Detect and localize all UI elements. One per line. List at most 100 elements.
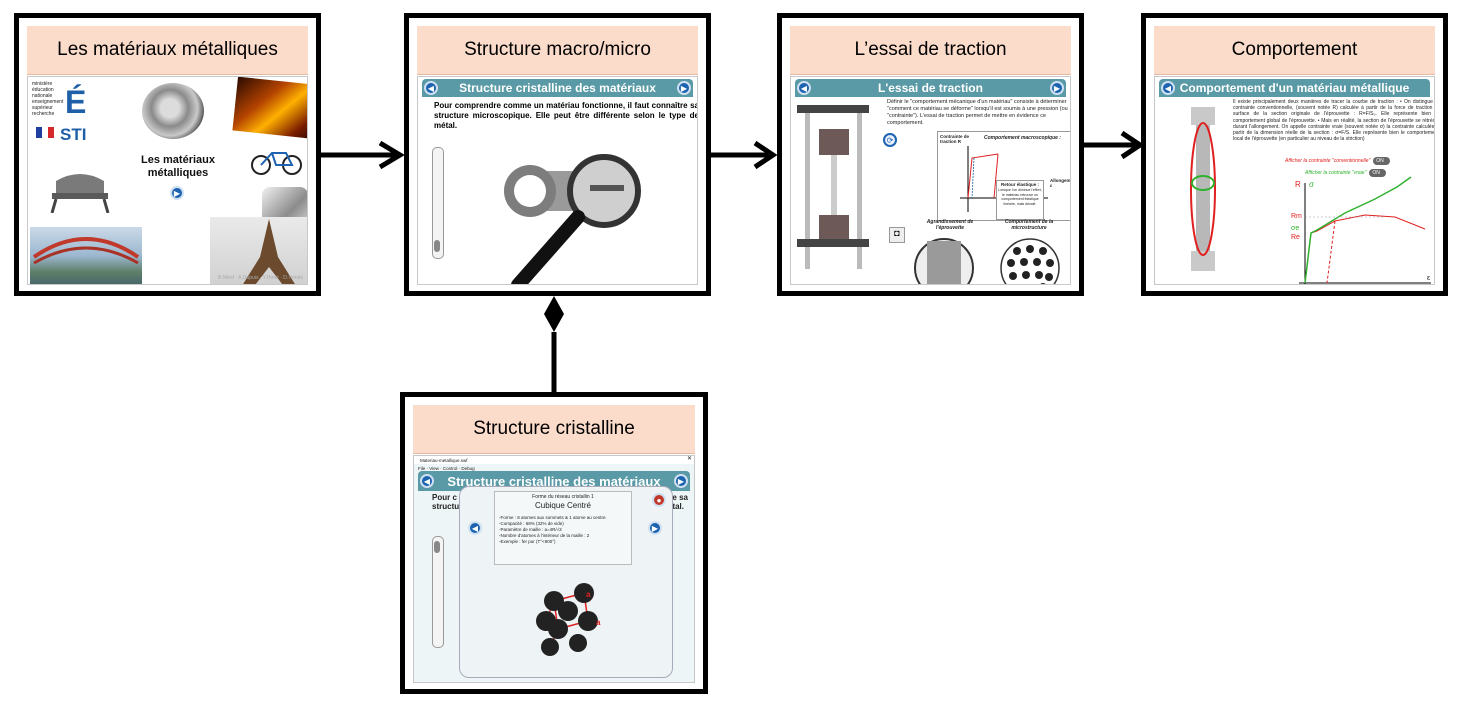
label-agrandissement: Agrandissement de l'éprouvette [926, 219, 974, 231]
edge-label-a: a [586, 590, 591, 599]
previous-icon[interactable]: ◀ [424, 81, 438, 95]
popup-line: -Paramètre de maille : a=4R/√3 [499, 527, 562, 532]
card-title: Structure cristalline [413, 405, 695, 454]
body-fragment-right2: tal. [672, 502, 684, 511]
composition-connector [544, 296, 564, 392]
screenshot-comportement: Comportement d'un matériau métallique ◀ … [1154, 76, 1435, 285]
toggle-conventionnelle-label: Afficher la contrainte "conventionnelle" [1285, 157, 1371, 164]
popup-line: -Compacité : 68% (32% de vide) [499, 521, 564, 526]
specimen-zoom-circle [914, 238, 974, 284]
tensile-machine-image [797, 105, 869, 269]
card-title: L’essai de traction [790, 26, 1071, 75]
card-structure-cristalline[interactable]: Structure cristalline Materiau-metalliqu… [400, 392, 708, 694]
graph-xlabel: Allongement ε [1050, 178, 1071, 188]
next-icon[interactable]: ▶ [674, 474, 688, 488]
popup-info-box: Forme du réseau cristallin 1 Cubique Cen… [494, 491, 632, 565]
plug-icon: ◘ [889, 227, 905, 243]
screenshot-materiaux: ministère éducation nationale enseigneme… [27, 76, 308, 285]
stress-strain-curve [1299, 176, 1431, 284]
scroll-thumb[interactable] [434, 541, 440, 553]
on-switch[interactable]: ON [1373, 157, 1390, 165]
specimen-image [1190, 107, 1216, 271]
crystal-popup: Forme du réseau cristallin 1 Cubique Cen… [459, 486, 673, 678]
on-switch[interactable]: ON [1369, 169, 1386, 177]
card-materiaux-metalliques[interactable]: Les matériaux métalliques ministère éduc… [14, 13, 321, 296]
toggle-vraie[interactable]: Afficher la contrainte "vraie" ON [1305, 169, 1386, 177]
graph-title: Comportement macroscopique : [984, 135, 1061, 141]
explanation-text: Il existe principalement deux manières d… [1233, 99, 1435, 143]
intro-text: Pour comprendre comme un matériau foncti… [434, 101, 698, 130]
popup-header: Forme du réseau cristallin 1 [532, 494, 594, 500]
screenshot-cristalline: Materiau-metallique.swf ✕ File · View · … [413, 455, 695, 683]
card-title: Structure macro/micro [417, 26, 698, 75]
cubic-cell-3d-image [536, 583, 598, 656]
screen-title-bar: L'essai de traction [795, 79, 1066, 97]
ministry-logo: ministère éducation nationale enseigneme… [32, 81, 94, 151]
bicycle-image [251, 152, 302, 175]
macro-graph: Comportement macroscopique : Contrainte … [937, 131, 1071, 221]
body-fragment-left: Pour c [432, 493, 457, 502]
toggle-conventionnelle[interactable]: Afficher la contrainte "conventionnelle"… [1285, 157, 1390, 165]
retour-title: Retour élastique : [1000, 182, 1039, 187]
body-fragment-right: tre sa [666, 493, 688, 502]
previous-icon[interactable]: ◀ [420, 474, 434, 488]
screen-title-bar: Structure cristalline des matériaux [422, 79, 693, 97]
scrollbar[interactable] [432, 147, 444, 259]
retour-box: Retour élastique : Lorsque l'on diminue … [996, 180, 1044, 220]
edge-label-a2: a [596, 618, 601, 627]
connecting-rod-magnifier-image [504, 154, 641, 284]
close-icon[interactable]: ● [652, 493, 666, 507]
card-title: Les matériaux métalliques [27, 26, 308, 75]
screen-title-bar: Comportement d'un matériau métallique [1159, 79, 1430, 97]
intro-text: Définir le "comportement mécanique d'un … [887, 99, 1068, 126]
next-icon[interactable]: ▶ [677, 81, 691, 95]
card-essai-de-traction[interactable]: L’essai de traction L'essai de traction … [777, 13, 1084, 296]
screenshot-traction: L'essai de traction ◀ ▶ ⟳ Définir le "co… [790, 76, 1071, 285]
popup-line: -Forme : 8 atomes aux sommets & 1 atome … [499, 515, 607, 520]
scroll-thumb[interactable] [434, 240, 440, 252]
axis-label-R: R [1295, 180, 1301, 189]
axis-label-epsilon: ε [1427, 275, 1431, 282]
window-close-icon[interactable]: ✕ [686, 456, 692, 462]
arrow-1-to-2 [320, 140, 405, 170]
arrow-3-to-4 [1084, 130, 1145, 160]
menu-bar[interactable]: File · View · Control · Debug [418, 466, 475, 471]
rotate-icon[interactable]: ⟳ [883, 133, 897, 147]
label-Re: Re [1291, 234, 1300, 241]
previous-icon[interactable]: ◀ [797, 81, 811, 95]
foundry-image [232, 77, 307, 140]
next-icon[interactable]: ▶ [170, 186, 184, 200]
bridge-image [30, 227, 142, 284]
popup-line: -Nombre d'atomes à l'intérieur de la mai… [499, 533, 590, 538]
popup-name: Cubique Centré [534, 501, 592, 510]
toggle-vraie-label: Afficher la contrainte "vraie" [1305, 169, 1367, 176]
microstructure-circle [1000, 238, 1060, 284]
ministry-text: ministère éducation nationale enseigneme… [32, 81, 64, 117]
graph-ylabel: Contrainte de traction R [940, 134, 970, 144]
screen-title: Les matériaux métalliques [141, 154, 215, 179]
card-comportement[interactable]: Comportement Comportement d'un matériau … [1141, 13, 1448, 296]
next-icon[interactable]: ▶ [648, 521, 662, 535]
card-structure-macro-micro[interactable]: Structure macro/micro Structure cristall… [404, 13, 711, 296]
eiffel-image [210, 217, 307, 284]
card-title: Comportement [1154, 26, 1435, 75]
sti-logo-text: STI [60, 125, 87, 144]
svg-text:É: É [65, 84, 86, 120]
label-sigma-e: σe [1291, 225, 1300, 232]
bench-image [50, 174, 110, 213]
credits-text: B.Mérit · A.Dupuis · Y.Horlé · D.Tomès [218, 275, 303, 281]
popup-lines: -Forme : 8 atomes aux sommets & 1 atome … [499, 515, 631, 545]
body-fragment-left2: structu [432, 502, 460, 511]
next-icon[interactable]: ▶ [1050, 81, 1064, 95]
scrollbar[interactable] [432, 536, 444, 648]
screenshot-structure: Structure cristalline des matériaux ◀ ▶ … [417, 76, 698, 285]
previous-icon[interactable]: ◀ [1161, 81, 1175, 95]
watch-image [142, 83, 204, 139]
label-microstructure: Comportement de la microstructure [1004, 219, 1054, 231]
popup-line: -Exemple : fer pur (T°<900°) [499, 539, 556, 544]
axis-label-sigma: σ [1309, 180, 1314, 189]
window-title: Materiau-metallique.swf [420, 458, 468, 463]
window-titlebar: Materiau-metallique.swf ✕ [414, 456, 694, 464]
previous-icon[interactable]: ◀ [468, 521, 482, 535]
label-Rm: Rm [1291, 213, 1302, 220]
